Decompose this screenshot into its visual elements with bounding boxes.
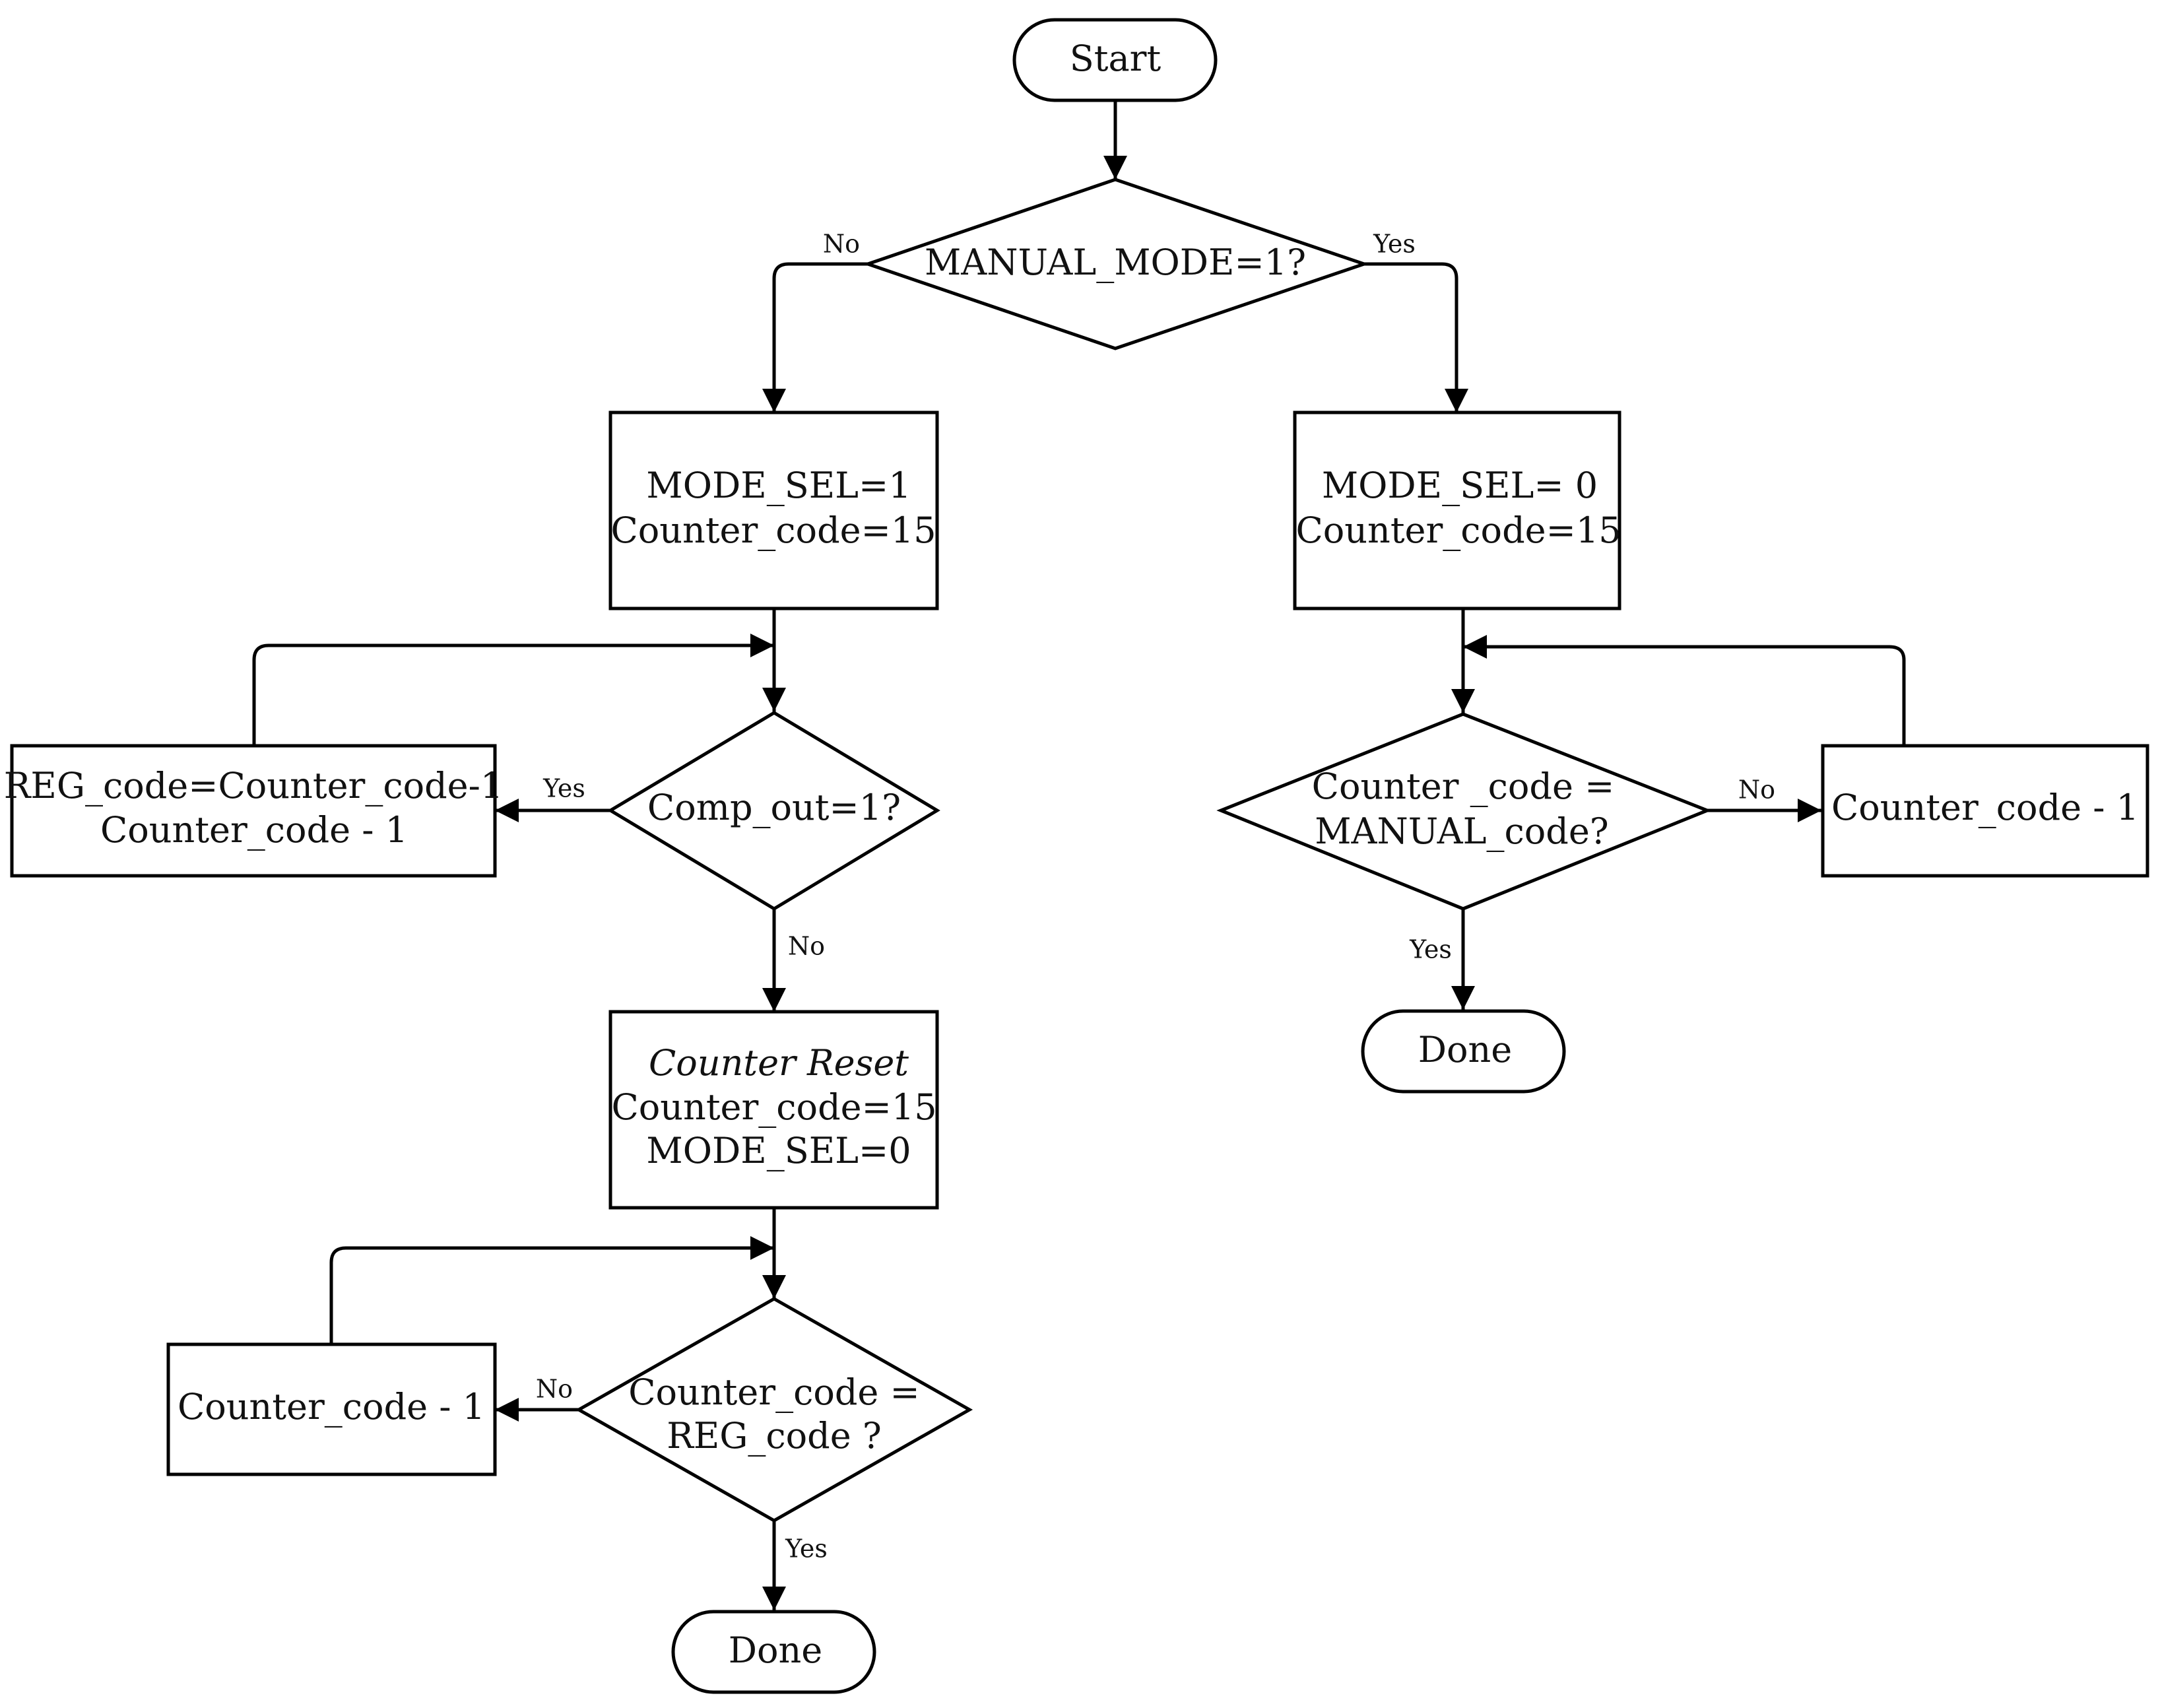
done-left-label: Done bbox=[729, 1629, 823, 1671]
counter-reset-title: Counter Reset bbox=[649, 1042, 909, 1084]
manual-mode-decision: MANUAL_MODE=1? No Yes bbox=[823, 178, 1416, 350]
mode-sel-0-line2: Counter_code=15 bbox=[1295, 509, 1621, 551]
comp-out-decision: Comp_out=1? Yes No bbox=[542, 711, 940, 961]
reg-code-no-label: No bbox=[536, 1375, 573, 1404]
done-right-label: Done bbox=[1418, 1029, 1513, 1070]
arrow-right-decrement-loop bbox=[1461, 635, 1906, 746]
counter-decrement-left-box: Counter_code - 1 bbox=[166, 1342, 497, 1476]
mode-sel-1-line1: MODE_SEL=1 bbox=[646, 465, 911, 506]
manual-mode-yes-label: Yes bbox=[1373, 230, 1416, 259]
counter-reset-box: Counter Reset Counter_code=15 MODE_SEL=0 bbox=[608, 1010, 939, 1210]
manual-code-no-label: No bbox=[1738, 775, 1775, 805]
mode-sel-1-box: MODE_SEL=1 Counter_code=15 bbox=[608, 411, 939, 610]
counter-reset-line3: MODE_SEL=0 bbox=[646, 1130, 911, 1171]
connectors bbox=[252, 98, 1906, 1612]
counter-decrement-right-box: Counter_code - 1 bbox=[1821, 744, 2149, 878]
start-label: Start bbox=[1070, 38, 1162, 79]
done-right-terminal: Done bbox=[1361, 1009, 1566, 1094]
comp-out-label: Comp_out=1? bbox=[647, 787, 901, 828]
manual-mode-no-label: No bbox=[823, 230, 860, 259]
start-terminal: Start bbox=[1012, 18, 1218, 102]
arrow-manual-mode-no bbox=[762, 262, 870, 414]
reg-code-line1: REG_code=Counter_code-1 bbox=[4, 765, 503, 806]
mode-sel-0-box: MODE_SEL= 0 Counter_code=15 bbox=[1293, 411, 1621, 610]
done-left-terminal: Done bbox=[671, 1610, 876, 1694]
counter-reset-line2: Counter_code=15 bbox=[611, 1086, 936, 1128]
counter-decrement-left-label: Counter_code - 1 bbox=[178, 1386, 485, 1428]
reg-code-decision: Counter_code = REG_code ? No Yes bbox=[536, 1297, 973, 1563]
arrow-manual-mode-yes bbox=[1362, 262, 1468, 414]
arrow-left-decrement-loop bbox=[329, 1236, 776, 1346]
reg-code-box: REG_code=Counter_code-1 Counter_code - 1 bbox=[4, 744, 503, 878]
manual-code-yes-label: Yes bbox=[1409, 935, 1452, 964]
counter-decrement-right-label: Counter_code - 1 bbox=[1831, 787, 2139, 828]
reg-code-yes-label: Yes bbox=[785, 1534, 828, 1563]
reg-code-decision-line2: REG_code ? bbox=[667, 1415, 882, 1457]
manual-code-line2: MANUAL_code? bbox=[1315, 810, 1608, 852]
reg-code-line2: Counter_code - 1 bbox=[100, 809, 408, 851]
reg-code-decision-line1: Counter_code = bbox=[628, 1371, 920, 1413]
arrow-reg-code-loop bbox=[252, 634, 776, 746]
mode-sel-0-line1: MODE_SEL= 0 bbox=[1322, 465, 1598, 506]
manual-code-decision: Counter _code = MANUAL_code? No Yes bbox=[1216, 712, 1775, 964]
mode-sel-1-line2: Counter_code=15 bbox=[610, 509, 936, 551]
comp-out-no-label: No bbox=[788, 932, 825, 961]
manual-code-line1: Counter _code = bbox=[1312, 766, 1615, 807]
comp-out-yes-label: Yes bbox=[542, 774, 585, 803]
manual-mode-label: MANUAL_MODE=1? bbox=[925, 242, 1306, 283]
